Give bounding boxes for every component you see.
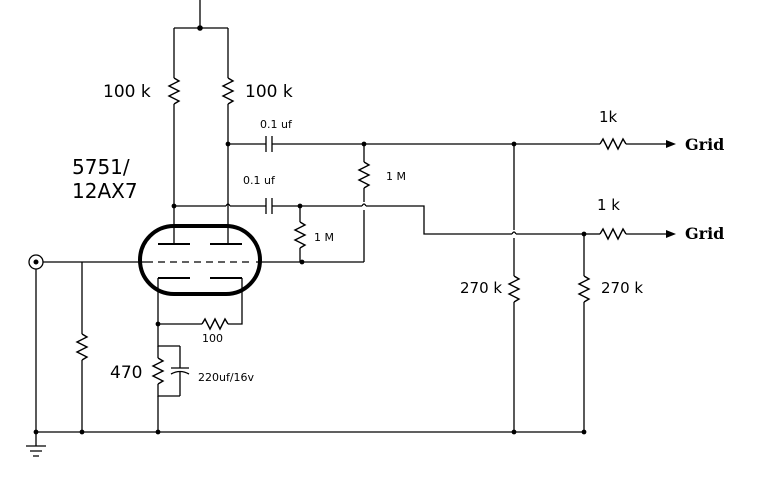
tube-type-label-line1: 5751/	[72, 155, 130, 179]
plate-resistor-left-label: 100 k	[103, 82, 151, 102]
cathode-link-resistor-label: 100	[202, 332, 223, 345]
series-resistor-bottom	[584, 227, 676, 241]
shunt-resistor-left-label: 270 k	[460, 279, 502, 297]
input-jack	[28, 254, 146, 432]
coupling-capacitor-bottom-label: 0.1 uf	[243, 174, 276, 187]
series-resistor-top-label: 1k	[599, 108, 618, 126]
cathode-bypass-capacitor-label: 220uf/16v	[198, 371, 255, 384]
shunt-resistor-right-label: 270 k	[601, 279, 643, 297]
vacuum-tube	[138, 224, 262, 296]
cathode-link-resistor	[155, 294, 243, 331]
output-grid-top-label: Grid	[685, 135, 724, 154]
grid-resistor-bottom-label: 1 M	[314, 231, 334, 244]
grid-resistor-top-label: 1 M	[386, 170, 406, 183]
cathode-bypass-capacitor	[170, 346, 190, 396]
output-grid-bottom-label: Grid	[685, 224, 724, 243]
input-resistor	[75, 262, 89, 432]
ground-symbol	[26, 429, 46, 457]
series-resistor-bottom-label: 1 k	[597, 196, 620, 214]
series-resistor-top	[514, 137, 676, 151]
b-plus-supply	[174, 0, 228, 31]
coupling-capacitor-top	[228, 136, 514, 152]
plate-resistor-right-label: 100 k	[245, 82, 293, 102]
shunt-resistor-right	[577, 231, 591, 435]
tube-type-label-line2: 12AX7	[72, 179, 138, 203]
cathode-resistor-label: 470	[110, 363, 142, 383]
plate-resistor-left	[167, 28, 181, 232]
cathode-resistor	[151, 324, 180, 435]
coupling-capacitor-top-label: 0.1 uf	[260, 118, 293, 131]
grid-resistor-bottom	[256, 206, 364, 265]
grid-resistor-top	[357, 141, 371, 262]
plate-resistor-right	[221, 28, 235, 232]
shunt-resistor-left	[507, 141, 521, 435]
